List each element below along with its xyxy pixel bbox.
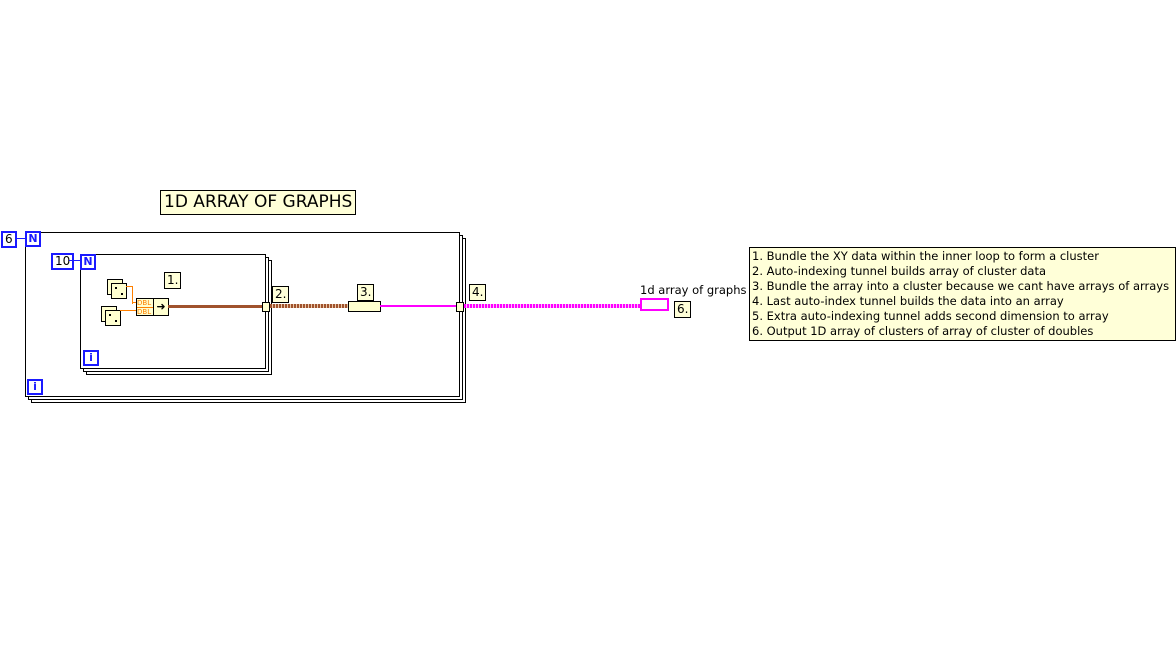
- auto-index-tunnel[interactable]: [262, 302, 270, 312]
- step-label-1: 1.: [164, 272, 182, 289]
- dbl-wire: [120, 310, 137, 311]
- bundle-input-dbl: DBL: [137, 299, 153, 308]
- auto-index-tunnel[interactable]: [456, 302, 464, 312]
- step-label-6: 6.: [674, 301, 692, 318]
- note-line: 4. Last auto-index tunnel builds the dat…: [752, 294, 1064, 308]
- count-wire: [69, 260, 81, 261]
- dbl-wire: [132, 302, 137, 303]
- inner-count-terminal: N: [80, 254, 96, 270]
- indicator-label: 1d array of graphs: [640, 283, 747, 297]
- array-of-cluster-wire-pink: [464, 304, 640, 308]
- note-line: 3. Bundle the array into a cluster becau…: [752, 279, 1170, 293]
- diagram-title: 1D ARRAY OF GRAPHS: [160, 190, 357, 215]
- cluster-wire: [168, 305, 263, 308]
- note-line: 6. Output 1D array of clusters of array …: [752, 324, 1094, 338]
- array-of-cluster-wire: [270, 304, 348, 308]
- bundle-input-dbl: DBL: [137, 308, 152, 316]
- random-number-dice-icon[interactable]: [111, 283, 127, 299]
- outer-count-terminal: N: [25, 231, 41, 247]
- comment-box: 1. Bundle the XY data within the inner l…: [749, 247, 1176, 341]
- array-indicator[interactable]: [640, 298, 669, 311]
- note-line: 1. Bundle the XY data within the inner l…: [752, 249, 1099, 263]
- bundle-arrow-icon: ➜: [156, 300, 166, 313]
- outer-iteration-terminal: i: [27, 379, 43, 395]
- random-number-dice-icon[interactable]: [105, 310, 121, 326]
- note-line: 5. Extra auto-indexing tunnel adds secon…: [752, 309, 1109, 323]
- note-line: 2. Auto-indexing tunnel builds array of …: [752, 264, 1047, 278]
- count-wire: [15, 238, 26, 239]
- step-label-3: 3.: [357, 284, 375, 301]
- cluster-wire-pink: [380, 305, 457, 307]
- bundle-node[interactable]: DBL DBL ➜: [136, 298, 169, 316]
- bundle-array-node[interactable]: [348, 301, 381, 312]
- dbl-wire: [126, 286, 133, 304]
- step-label-4: 4.: [469, 284, 487, 301]
- inner-iteration-terminal: i: [83, 350, 99, 366]
- inner-count-constant[interactable]: 10: [51, 253, 75, 270]
- outer-count-constant[interactable]: 6: [1, 231, 17, 248]
- step-label-2: 2.: [272, 286, 290, 303]
